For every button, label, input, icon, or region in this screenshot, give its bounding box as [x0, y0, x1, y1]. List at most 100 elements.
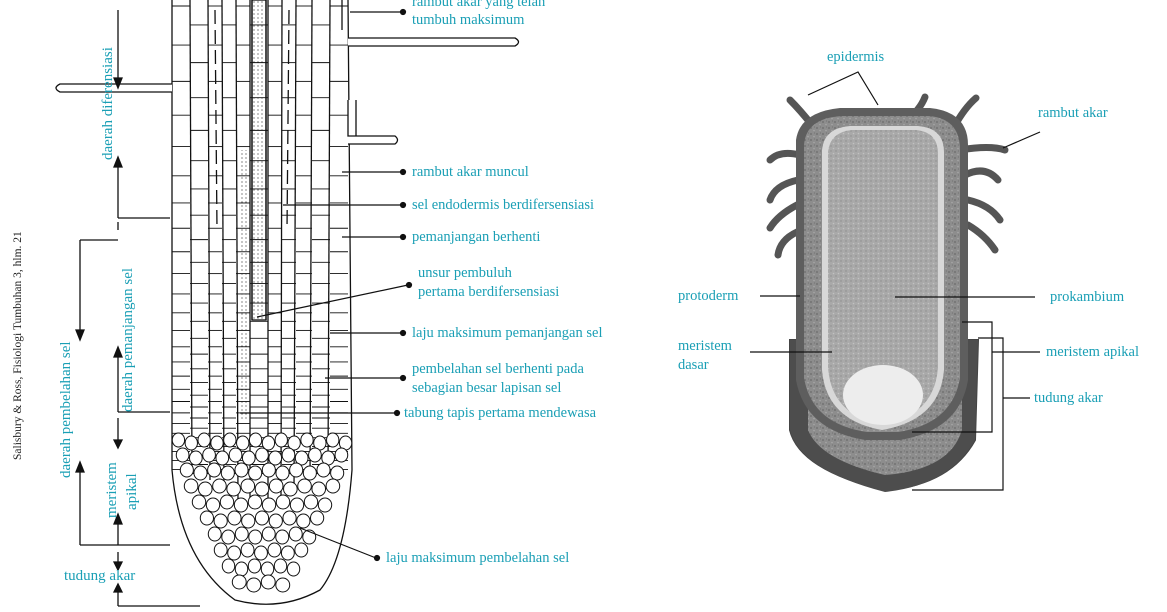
- label-endodermis: sel endodermis berdifersensiasi: [412, 197, 595, 213]
- cap-cell: [233, 497, 249, 513]
- cap-cell: [254, 545, 268, 561]
- right-connectors: [750, 71, 1041, 491]
- source-credit: Salisbury & Ross, Fisiologi Tumbuhan 3, …: [12, 231, 24, 460]
- cap-cell: [234, 462, 249, 478]
- zone-label-pembelahan: daerah pembelahan sel: [58, 341, 74, 478]
- cap-cell: [308, 447, 322, 463]
- cap-cell: [179, 462, 194, 478]
- cap-cell: [317, 497, 333, 513]
- cap-cell: [254, 510, 270, 526]
- cap-cell: [289, 497, 305, 513]
- cap-cell: [248, 432, 263, 448]
- cap-cell: [247, 494, 263, 510]
- label-tudung-akar: tudung akar: [1034, 390, 1103, 406]
- cap-cell: [268, 513, 283, 529]
- label-meristem-dasar-1: meristem: [678, 338, 732, 354]
- cap-cell: [275, 494, 291, 510]
- cap-cell: [260, 561, 275, 577]
- cap-cell: [248, 529, 263, 545]
- cap-cell: [175, 447, 190, 463]
- cap-cell: [221, 558, 236, 574]
- cap-cell: [280, 545, 295, 561]
- cap-cell: [228, 447, 243, 463]
- cap-cell: [191, 494, 207, 510]
- root-hairs-left: [55, 0, 520, 145]
- cap-cell: [275, 529, 290, 545]
- cap-cell: [303, 494, 319, 510]
- cap-cell: [316, 462, 331, 478]
- cap-cell: [248, 465, 263, 481]
- cap-cell: [330, 465, 345, 481]
- cap-cell: [184, 435, 198, 451]
- root-cap-cells: [171, 432, 353, 593]
- cap-cell: [188, 450, 203, 466]
- cap-cell: [286, 561, 301, 577]
- cap-cell: [261, 435, 276, 451]
- cap-cell: [241, 513, 256, 529]
- cap-cell: [205, 497, 221, 513]
- cap-cell: [193, 465, 208, 481]
- cap-cell: [255, 447, 269, 463]
- cap-cell: [197, 481, 213, 497]
- cap-cell: [326, 432, 340, 448]
- root-outline: [171, 0, 353, 605]
- cap-cell: [300, 432, 314, 448]
- label-meristem-apikal: meristem apikal: [1046, 344, 1140, 360]
- cap-cell: [294, 450, 309, 466]
- zone-label-meristem: meristem: [104, 462, 120, 518]
- root-hair-short: [347, 100, 357, 140]
- cap-cell: [287, 435, 301, 451]
- cap-cell: [288, 526, 303, 542]
- cap-cell: [275, 465, 290, 481]
- label-prokambium: prokambium: [1050, 289, 1125, 305]
- cap-cell: [207, 462, 222, 478]
- zone-brackets: [75, 10, 200, 607]
- root-hair-emerging: [348, 135, 399, 145]
- label-rambut-max-2: tumbuh maksimum: [412, 12, 525, 28]
- cap-cell: [267, 542, 282, 558]
- cap-cell: [334, 447, 349, 463]
- cap-cell: [268, 450, 283, 466]
- label-tabung-tapis: tabung tapis pertama mendewasa: [404, 405, 597, 421]
- label-rambut-akar: rambut akar: [1038, 105, 1108, 121]
- label-epidermis: epidermis: [827, 49, 885, 65]
- label-laju-pemanjangan: laju maksimum pemanjangan sel: [412, 325, 603, 341]
- cap-cell: [236, 435, 250, 451]
- cap-cell: [254, 481, 270, 497]
- label-rambut-muncul: rambut akar muncul: [412, 164, 529, 180]
- label-pemanjangan-berhenti: pemanjangan berhenti: [412, 229, 541, 245]
- cap-cell: [221, 529, 236, 545]
- cap-cell: [282, 510, 297, 526]
- cap-cell: [226, 481, 241, 497]
- cap-cell: [213, 542, 228, 558]
- cap-cell: [268, 478, 284, 494]
- cap-cell: [202, 447, 216, 463]
- cap-cell: [207, 526, 222, 542]
- cap-cell: [294, 542, 309, 558]
- cap-cell: [274, 432, 288, 448]
- cap-cell: [275, 577, 291, 593]
- cap-cell: [183, 478, 199, 494]
- zone-label-tudung: tudung akar: [64, 568, 136, 584]
- apical-meristem-area: [843, 365, 923, 425]
- label-laju-pembelahan: laju maksimum pembelahan sel: [386, 550, 570, 566]
- cap-cell: [297, 478, 312, 494]
- label-pembuluh-2: pertama berdifersensiasi: [418, 284, 560, 300]
- cap-cell: [231, 574, 247, 590]
- cap-cell: [246, 577, 262, 593]
- cap-cell: [215, 450, 230, 466]
- cap-cell: [311, 481, 327, 497]
- cap-cell: [289, 462, 304, 478]
- label-pembuluh-1: unsur pembuluh: [418, 265, 512, 281]
- left-connectors: [240, 8, 413, 562]
- cap-cell: [240, 542, 255, 558]
- label-pembelahan-berhenti-1: pembelahan sel berhenti pada: [412, 361, 584, 377]
- cap-cell: [273, 558, 288, 574]
- root-tip-diagram: [766, 93, 1009, 492]
- label-rambut-max-1: rambut akar yang telah: [412, 0, 546, 10]
- label-pembelahan-berhenti-2: sebagian besar lapisan sel: [412, 380, 562, 396]
- cap-cell: [210, 435, 224, 451]
- zone-label-diferensiasi: daerah diferensiasi: [100, 47, 116, 160]
- cap-cell: [212, 478, 227, 494]
